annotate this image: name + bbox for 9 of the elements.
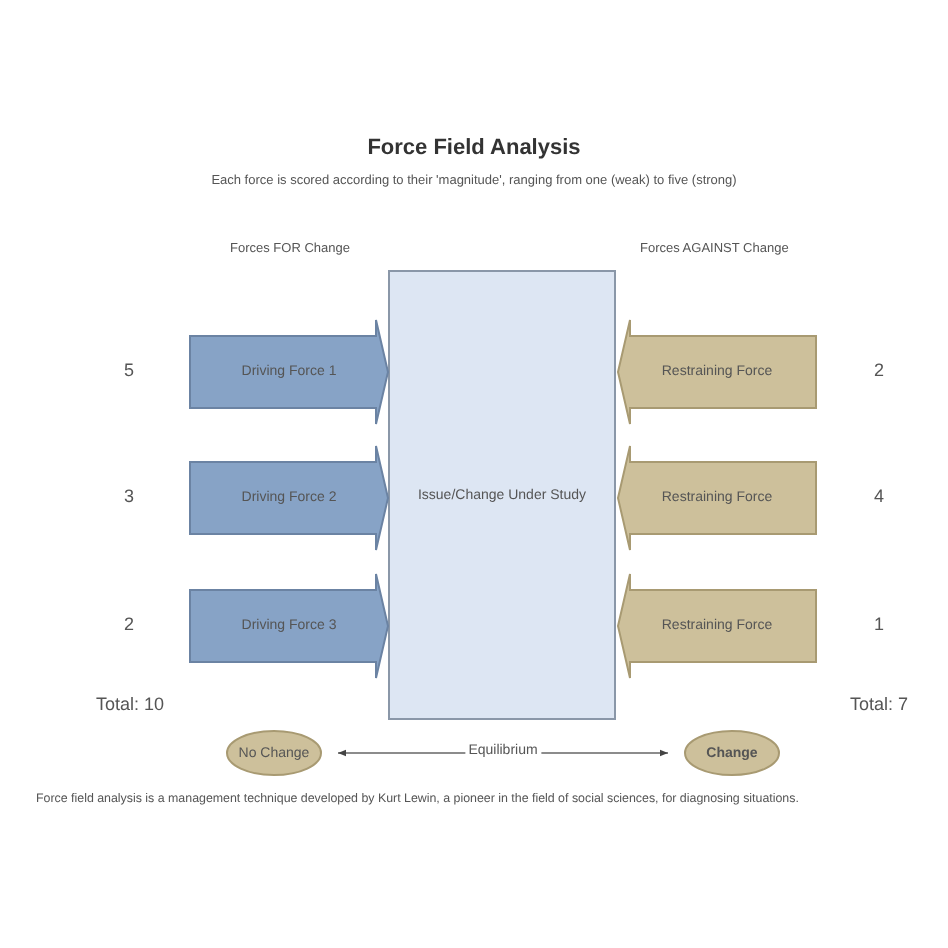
- diagram-title: Force Field Analysis: [365, 136, 583, 160]
- score-number: 4: [874, 486, 885, 506]
- score-number: 2: [124, 614, 135, 634]
- score-number: 3: [124, 486, 135, 506]
- total-score: Total: 7: [850, 694, 909, 714]
- score-number: 2: [874, 360, 885, 380]
- total-score: Total: 10: [96, 694, 165, 714]
- score-number: 1: [874, 614, 885, 634]
- score-number: 5: [124, 360, 135, 380]
